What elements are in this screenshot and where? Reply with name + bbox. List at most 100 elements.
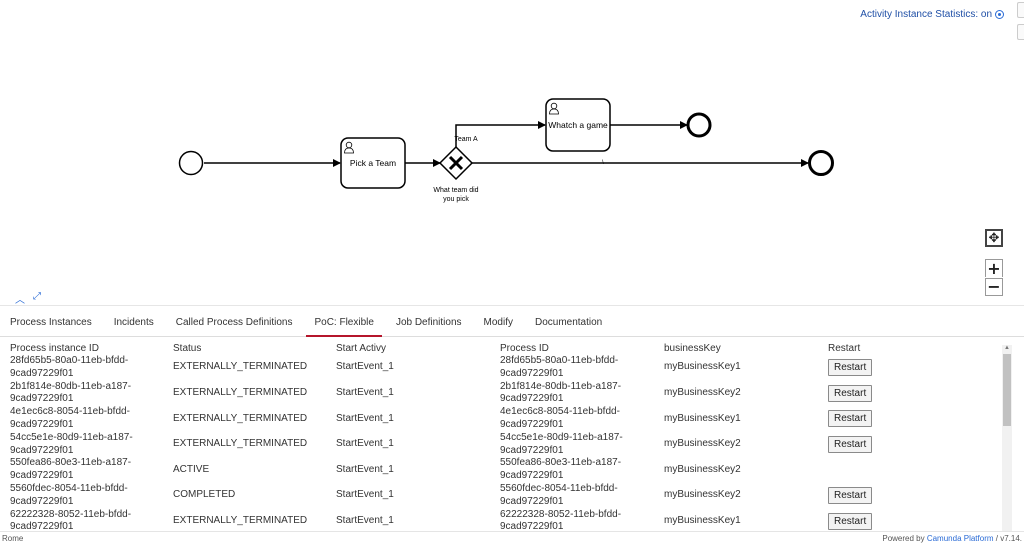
tab-called-process-definitions[interactable]: Called Process Definitions [175,317,293,328]
cell-restart: Restart [818,432,1002,458]
table-scrollbar[interactable]: ▲ [1002,345,1012,531]
cell-start-activity: StartEvent_1 [326,457,490,483]
cell-restart [818,457,1002,483]
gateway-label-line2: you pick [443,196,469,203]
restart-button[interactable]: Restart [828,384,873,402]
process-instance-id-line1: 62222328-8052-11eb-bfdd- [10,508,132,520]
collapse-icon[interactable]: ︿ [15,295,25,306]
process-instances-table-container: Process instance ID Status Start Activy … [0,338,1002,531]
cell-start-activity: StartEvent_1 [326,483,490,509]
cell-restart: Restart [818,381,1002,407]
restart-button[interactable]: Restart [828,487,873,505]
scroll-up-arrow-icon[interactable]: ▲ [1004,345,1010,351]
cell-status: ACTIVE [163,457,326,483]
plus-icon: + [987,258,1001,278]
statistics-radio-icon[interactable] [995,10,1004,19]
cell-business-key: myBusinessKey1 [654,406,818,432]
cell-status: EXTERNALLY_TERMINATED [163,406,326,432]
tab-documentation[interactable]: Documentation [534,317,603,328]
user-task-icon [344,141,354,154]
activity-instance-statistics-toggle[interactable]: Activity Instance Statistics: on [860,9,1004,20]
cell-status: EXTERNALLY_TERMINATED [163,355,326,381]
cell-process-instance-id: 28fd65b5-80a0-11eb-bfdd-9cad97229f01 [0,355,163,381]
camunda-platform-link[interactable]: Camunda Platform [926,534,994,543]
flow-label-team-a: Team A [454,136,478,143]
cell-status: EXTERNALLY_TERMINATED [163,381,326,407]
process-instance-id-line2: 9cad97229f01 [10,470,74,482]
powered-by-prefix: Powered by [882,534,927,543]
process-id-line1: 550fea86-80e3-11eb-a187- [500,457,622,469]
process-id-line1: 2b1f814e-80db-11eb-a187- [500,380,622,392]
scrollbar-thumb[interactable] [1003,354,1011,426]
bpmn-diagram[interactable]: Pick a Team What team did you pick Team … [0,0,1024,305]
process-instance-id-line1: 2b1f814e-80db-11eb-a187- [10,380,132,392]
end-event [808,150,834,176]
edge-panel-handle[interactable] [1017,2,1024,18]
cell-business-key: myBusinessKey2 [654,432,818,458]
column-header-status: Status [173,343,202,354]
cell-business-key: myBusinessKey2 [654,381,818,407]
process-id-line1: 62222328-8052-11eb-bfdd- [500,508,622,520]
cell-start-activity: StartEvent_1 [326,432,490,458]
process-instance-id-line1: 550fea86-80e3-11eb-a187- [10,457,132,469]
task-watch-a-game-label: Whatch a game [548,120,608,130]
start-activity-text: StartEvent_1 [336,463,394,475]
status-text: COMPLETED [173,489,236,501]
move-icon: ✥ [988,230,1000,246]
cell-process-instance-id: 4e1ec6c8-8054-11eb-bfdd-9cad97229f01 [0,406,163,432]
process-instances-table: Process instance ID Status Start Activy … [0,338,1002,531]
business-key-text: myBusinessKey2 [664,489,741,501]
gateway-x-icon [448,155,464,171]
expand-icon[interactable]: ⤢ [33,291,41,302]
cell-status: COMPLETED [163,483,326,509]
tab-modify[interactable]: Modify [483,317,513,328]
cell-business-key: myBusinessKey1 [654,355,818,381]
start-event [178,150,204,176]
cell-start-activity: StartEvent_1 [326,355,490,381]
process-id-line1: 4e1ec6c8-8054-11eb-bfdd- [500,406,620,418]
footer-powered-by: Powered by Camunda Platform / v7.14. [882,534,1022,543]
business-key-text: myBusinessKey2 [664,386,741,398]
status-text: ACTIVE [173,463,210,475]
cell-status: EXTERNALLY_TERMINATED [163,509,326,531]
process-id-line2: 9cad97229f01 [500,521,564,531]
restart-button[interactable]: Restart [828,410,873,428]
cell-process-id: 5560fdec-8054-11eb-bfdd-9cad97229f01 [490,483,654,509]
process-instance-id-line2: 9cad97229f01 [10,444,74,456]
cell-process-instance-id: 5560fdec-8054-11eb-bfdd-9cad97229f01 [0,483,163,509]
restart-button[interactable]: Restart [828,436,873,454]
cell-business-key: myBusinessKey1 [654,509,818,531]
tab-process-instances[interactable]: Process Instances [10,317,92,328]
zoom-out-button[interactable]: − [985,278,1003,296]
start-activity-text: StartEvent_1 [336,412,394,424]
cell-restart: Restart [818,509,1002,531]
restart-button[interactable]: Restart [828,512,873,530]
process-instance-id-line1: 5560fdec-8054-11eb-bfdd- [10,482,128,494]
process-id-line2: 9cad97229f01 [500,418,564,430]
process-instance-id-line2: 9cad97229f01 [10,521,74,531]
column-header-start-activity: Start Activy [336,343,387,354]
table-row: 5560fdec-8054-11eb-bfdd-9cad97229f01 COMP… [0,483,1002,509]
cell-process-instance-id: 54cc5e1e-80d9-11eb-a187-9cad97229f01 [0,432,163,458]
flow-label-default: \ [602,160,604,166]
status-text: EXTERNALLY_TERMINATED [173,412,308,424]
zoom-in-button[interactable]: + [985,259,1003,277]
tab-incidents[interactable]: Incidents [113,317,154,328]
reset-zoom-button[interactable]: ✥ [985,229,1003,247]
edge-panel-handle[interactable] [1017,24,1024,40]
tab-job-definitions[interactable]: Job Definitions [395,317,462,328]
process-id-line1: 54cc5e1e-80d9-11eb-a187- [500,431,623,443]
cell-process-instance-id: 62222328-8052-11eb-bfdd-9cad97229f01 [0,509,163,531]
column-header-process-instance-id: Process instance ID [10,343,99,354]
status-text: EXTERNALLY_TERMINATED [173,361,308,373]
cell-process-id: 62222328-8052-11eb-bfdd-9cad97229f01 [490,509,654,531]
gateway-label-line1: What team did [433,187,478,194]
restart-button[interactable]: Restart [828,359,873,377]
cell-start-activity: StartEvent_1 [326,406,490,432]
footer: Rome Powered by Camunda Platform / v7.14… [0,531,1024,544]
table-row: 28fd65b5-80a0-11eb-bfdd-9cad97229f01 EXTE… [0,355,1002,381]
business-key-text: myBusinessKey1 [664,361,741,373]
tab-poc-flexible[interactable]: PoC: Flexible [306,306,383,337]
